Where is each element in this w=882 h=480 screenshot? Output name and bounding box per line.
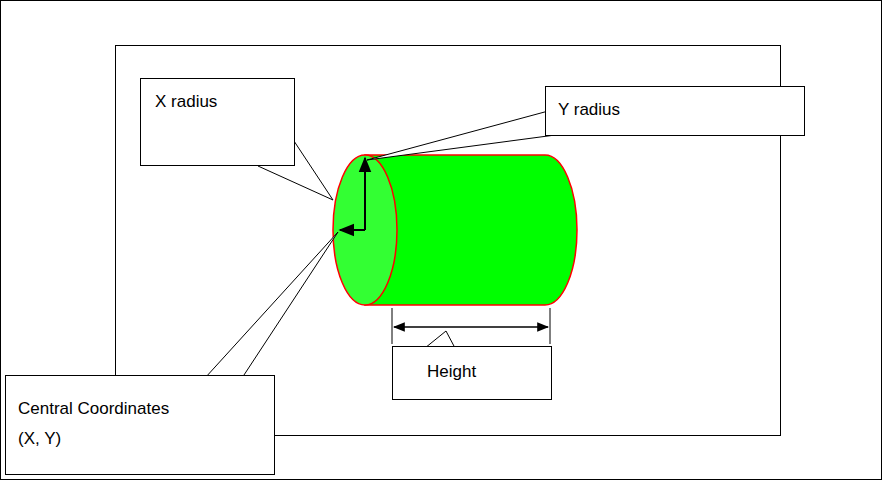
callout-text: X radius: [155, 87, 280, 117]
x-radius-arrow: [340, 229, 365, 231]
callout-text: Central Coordinates (X, Y): [18, 394, 193, 454]
callout-box: X radius: [140, 78, 295, 166]
extension-line: [550, 308, 551, 344]
callout-box: Height: [392, 346, 552, 400]
dimension-line: [394, 326, 548, 328]
callout-box: Y radius: [545, 86, 805, 136]
callout-pointer: [205, 232, 338, 378]
extension-line: [392, 308, 393, 344]
y-radius-arrow: [364, 158, 366, 230]
callout-text: Height: [427, 357, 517, 387]
callout-text: Y radius: [558, 95, 792, 125]
callout-box: Central Coordinates (X, Y): [5, 375, 275, 475]
cylinder-face: [333, 155, 397, 305]
